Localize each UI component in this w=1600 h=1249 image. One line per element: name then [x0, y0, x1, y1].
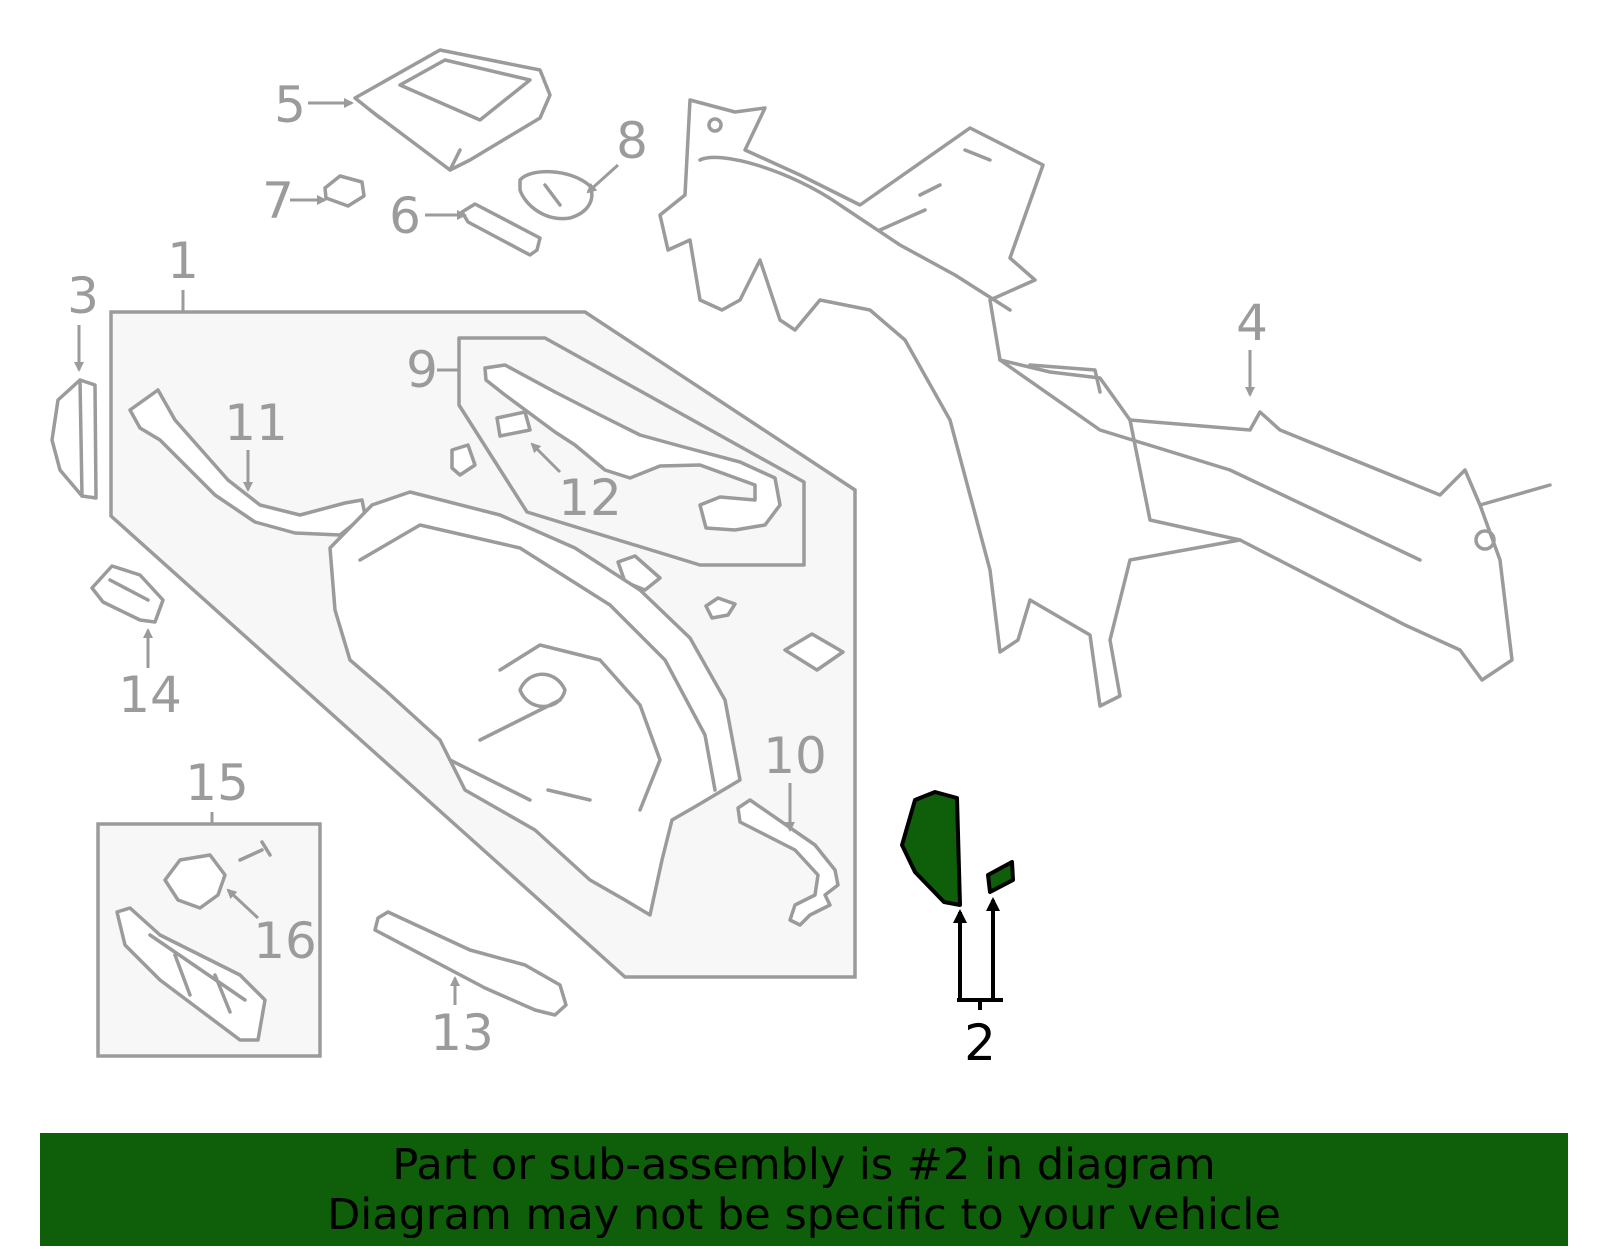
screw-1 [704, 596, 737, 620]
part-11-duct [128, 388, 367, 537]
info-banner: Part or sub-assembly is #2 in diagram Di… [40, 1133, 1568, 1246]
callout-13: 13 [430, 1004, 494, 1062]
part-4-cross-beam [658, 98, 1552, 708]
callout-1: 1 [167, 232, 199, 290]
callout-12: 12 [558, 469, 622, 527]
callout-9: 9 [406, 341, 438, 399]
part-14-switch [90, 564, 165, 624]
part-6-strip [460, 202, 542, 257]
callout-labels: 1 2 3 4 5 6 7 8 9 10 11 12 13 14 15 16 [67, 76, 1268, 1072]
part-2-clip[interactable] [986, 860, 1015, 894]
callout-7: 7 [262, 172, 294, 230]
part-12-clip [495, 410, 532, 438]
banner-line-2: Diagram may not be specific to your vehi… [327, 1189, 1281, 1240]
part-13-lower-trim [373, 910, 568, 1017]
callout-8: 8 [616, 112, 648, 170]
part-10-side-trim [736, 798, 840, 927]
leader-lines-part-2 [953, 897, 1003, 1010]
part-5-panel [353, 48, 552, 172]
callout-6: 6 [389, 187, 421, 245]
callout-4: 4 [1236, 294, 1268, 352]
part-7-clip [323, 174, 366, 208]
part-3-end-cover [50, 378, 98, 500]
clip-3 [783, 632, 845, 672]
callout-2: 2 [964, 1014, 996, 1072]
callout-5: 5 [274, 76, 306, 134]
callout-10: 10 [763, 727, 827, 785]
part-2-highlighted[interactable] [900, 790, 1015, 907]
part-16-clip [163, 840, 272, 910]
callout-11: 11 [224, 394, 288, 452]
callout-15: 15 [185, 754, 249, 812]
part-15-switch-assembly [115, 906, 267, 1042]
callout-16: 16 [253, 912, 317, 970]
part-8-bezel [518, 169, 594, 221]
part-9-ducts [483, 363, 782, 532]
banner-line-1: Part or sub-assembly is #2 in diagram [392, 1139, 1216, 1190]
callout-14: 14 [118, 666, 182, 724]
part-2-bracket[interactable] [900, 790, 962, 907]
leader-lines [74, 98, 1255, 1005]
clip-1 [450, 443, 477, 477]
callout-3: 3 [67, 267, 99, 325]
part-1-instrument-panel [328, 490, 742, 917]
